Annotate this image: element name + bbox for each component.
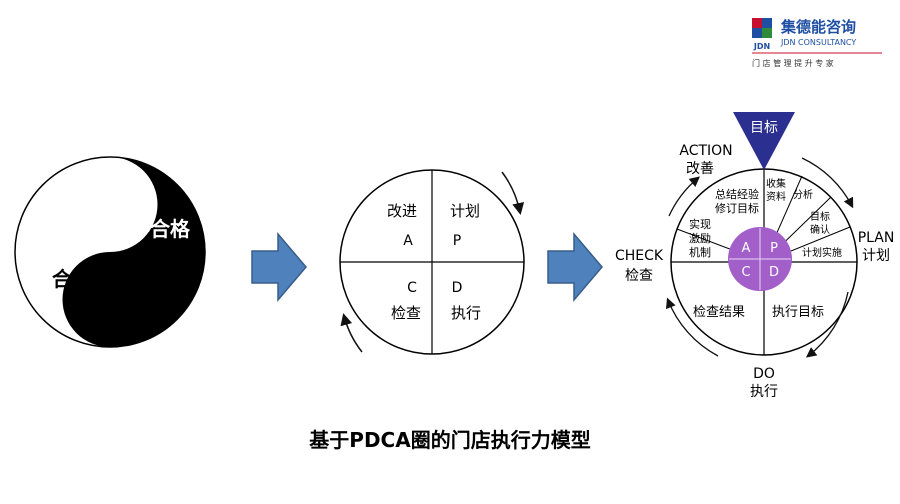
logo-mark-text: JDN [753,42,770,51]
logo-tile-blue-2 [752,28,762,38]
yin-yang-black-half [62,157,205,347]
stage-plan-en: PLAN [858,230,895,246]
detailed-pdca-diagram: 总结经验 修订目标 实现 激励 机制 收集 资料 分析 目标 确认 计划实施 检… [615,112,894,400]
quadrant-check-label: 检查 [391,304,421,322]
yin-yang-diagram: 不合格 合格 [14,156,206,348]
center-letter-c: C [741,265,750,280]
quadrant-p-letter: P [453,233,461,249]
segment-plan-impl: 计划实施 [802,246,842,259]
stage-do-cn: 执行 [750,384,778,400]
brand-tagline: 门 店 管 理 提 升 专 家 [752,58,834,68]
quadrant-c-letter: C [407,280,417,296]
yin-yang-white-dot [100,194,120,214]
center-letter-d: D [769,265,779,280]
stage-action-cn: 改善 [686,161,714,177]
quadrant-plan-label: 计划 [450,202,480,220]
slide-caption: 基于PDCA圈的门店执行力模型 [309,428,590,452]
segment-collect-line2: 资料 [766,190,786,203]
quadrant-do-label: 执行 [451,304,481,322]
rotation-arrow-bottom [340,313,363,353]
quadrant-d-letter: D [452,280,463,296]
flow-arrow-2 [547,231,603,303]
segment-confirm-line1: 目标 [810,211,830,223]
yin-yang-white-label: 合格 [52,267,93,291]
segment-check-result: 检查结果 [693,305,745,320]
segment-implement-line3: 机制 [689,245,711,259]
segment-implement-line2: 激励 [689,231,711,245]
goal-triangle [733,112,795,170]
brand-name-en: JDN CONSULTANCY [780,38,856,47]
quadrant-a-letter: A [403,233,413,249]
rotation-arrow-top [501,171,525,215]
brand-logo: JDN 集德能咨询 JDN CONSULTANCY 门 店 管 理 提 升 专 … [752,18,882,68]
yin-yang-black-label: 不合格 [130,217,191,241]
cycle-arrow-action [668,176,700,217]
segment-analyze: 分析 [793,188,813,201]
cycle-arrow-check [666,297,719,357]
logo-tile-green [762,28,772,38]
segment-summary-line2: 修订目标 [715,201,759,215]
segment-collect-line1: 收集 [766,177,786,190]
yin-yang-black-dot [100,290,120,310]
logo-tile-blue [762,18,772,28]
stage-check-en: CHECK [615,248,664,264]
segment-confirm-line2: 确认 [810,223,830,236]
brand-name-cn: 集德能咨询 [780,18,856,36]
flow-arrow-1 [251,231,307,303]
stage-check-cn: 检查 [625,268,653,284]
quadrant-improve-label: 改进 [387,202,417,220]
stage-action-en: ACTION [679,143,732,159]
cycle-arrow-plan [801,157,854,209]
simple-pdca-diagram: 改进 A 计划 P C 检查 D 执行 [339,169,525,355]
cycle-arrow-do [805,291,849,358]
goal-label: 目标 [750,120,778,136]
center-letter-a: A [742,241,751,256]
segment-exec-goal: 执行目标 [772,305,824,320]
center-letter-p: P [770,241,778,256]
stage-plan-cn: 计划 [862,248,890,264]
stage-do-en: DO [753,366,775,382]
logo-tile-red [752,18,762,28]
segment-implement-line1: 实现 [689,217,711,231]
segment-summary-line1: 总结经验 [715,187,759,201]
